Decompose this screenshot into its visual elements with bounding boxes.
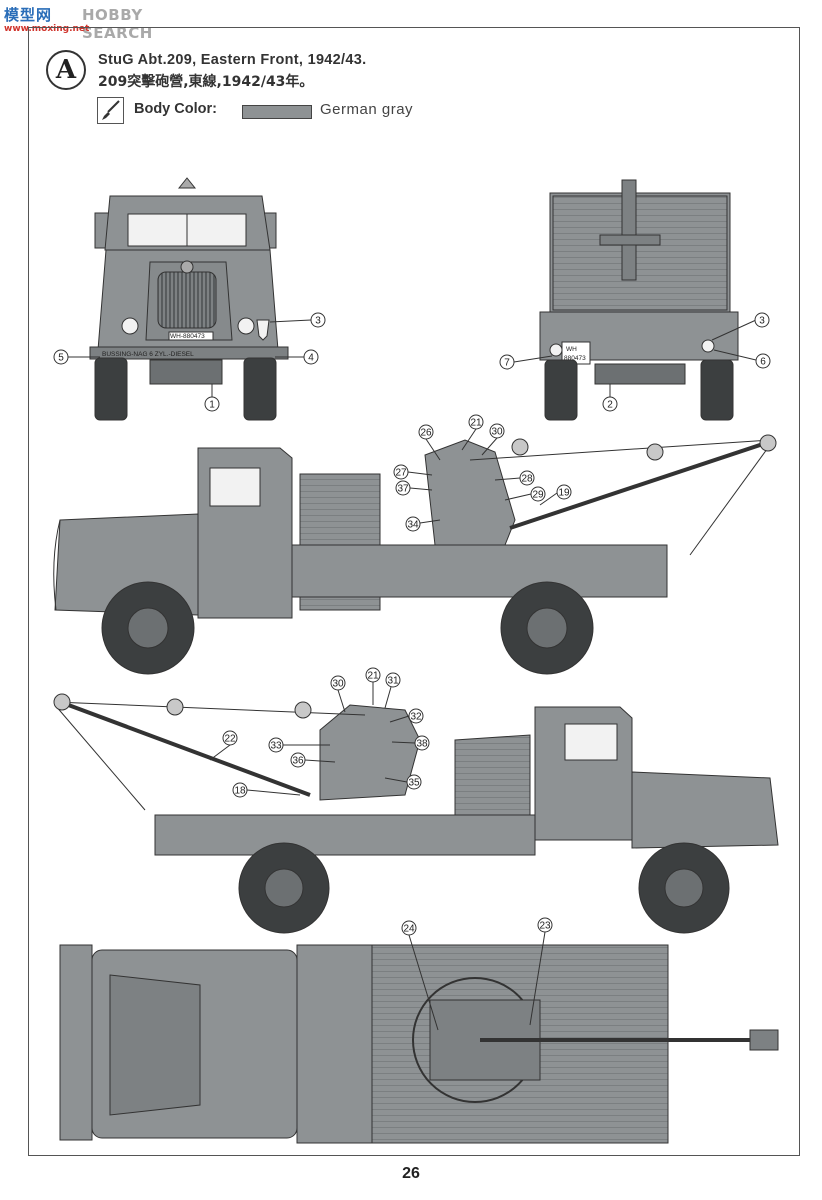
callout-front-5-label: 5: [58, 353, 64, 364]
callout-left-21-label: 21: [367, 671, 379, 682]
callout-right-37: 37: [395, 480, 433, 496]
scheme-title-zh: 209突擊砲營,東線,1942/43年。: [98, 74, 314, 90]
callout-left-36-label: 36: [292, 756, 304, 767]
scheme-title-en: StuG Abt.209, Eastern Front, 1942/43.: [98, 52, 367, 68]
watermark: 模型网 HOBBY SEARCH www.moxing.net: [4, 2, 184, 42]
body-color-swatch: [242, 105, 312, 119]
callout-rear-6: 6: [713, 349, 771, 369]
callout-right-27: 27: [393, 464, 433, 480]
callout-right-19: 19: [539, 484, 572, 506]
callout-front-3-label: 3: [315, 316, 321, 327]
top-view: [59, 944, 779, 1144]
left-side-view: [53, 693, 779, 934]
callout-right-34-label: 34: [407, 520, 419, 531]
callout-rear-7-label: 7: [504, 358, 510, 369]
right-side-view: [53, 434, 777, 675]
callout-rear-3: 3: [711, 312, 770, 341]
callout-rear-3-label: 3: [759, 316, 765, 327]
watermark-url: www.moxing.net: [4, 24, 90, 34]
front-view: [89, 177, 289, 421]
callout-left-22: 22: [209, 730, 238, 761]
callout-top-23-label: 23: [539, 921, 551, 932]
callout-right-30-label: 30: [491, 427, 503, 438]
callout-front-1-label: 1: [209, 400, 215, 411]
callout-left-18-label: 18: [234, 786, 246, 797]
callout-front-1: 1: [204, 384, 220, 412]
callout-left-36: 36: [290, 752, 336, 768]
callout-right-27-label: 27: [395, 468, 407, 479]
rear-plate: WH 880473: [564, 346, 586, 362]
version-badge: A: [46, 50, 86, 90]
callout-left-32: 32: [389, 708, 424, 724]
callout-top-24-label: 24: [403, 924, 415, 935]
page-frame: [28, 27, 800, 1156]
watermark-logo: 模型网: [4, 6, 53, 24]
callout-left-18: 18: [232, 782, 301, 798]
callout-left-38-label: 38: [416, 739, 428, 750]
body-color-label: Body Color:: [134, 101, 217, 117]
callout-left-22-label: 22: [224, 734, 236, 745]
callout-right-19-label: 19: [558, 488, 570, 499]
callout-top-23: 23: [529, 917, 553, 1026]
callout-left-21: 21: [365, 667, 381, 705]
callout-rear-2-label: 2: [607, 400, 613, 411]
callout-rear-6-label: 6: [760, 357, 766, 368]
callout-left-32-label: 32: [410, 712, 422, 723]
callout-right-28-label: 28: [521, 474, 533, 485]
callout-left-35-label: 35: [408, 778, 420, 789]
rear-plate-top: WH: [566, 346, 577, 353]
callout-left-31-label: 31: [387, 676, 399, 687]
callout-left-30-label: 30: [332, 679, 344, 690]
watermark-site: HOBBY SEARCH: [82, 6, 153, 42]
callout-right-29-label: 29: [532, 490, 544, 501]
callout-front-5: 5: [53, 349, 100, 365]
callout-right-34: 34: [405, 516, 441, 532]
callout-front-4: 4: [275, 349, 319, 365]
callout-right-30: 30: [481, 423, 505, 456]
rear-view: [539, 179, 739, 421]
callout-right-37-label: 37: [397, 484, 409, 495]
page-number: 26: [402, 1165, 420, 1182]
callout-left-33-label: 33: [270, 741, 282, 752]
callout-top-24: 24: [401, 920, 439, 1031]
callout-right-26: 26: [418, 424, 441, 461]
callout-left-38: 38: [391, 735, 430, 751]
callout-left-33: 33: [268, 737, 330, 753]
callout-rear-2: 2: [602, 384, 618, 412]
callout-right-21: 21: [461, 414, 484, 451]
front-plate: WH-880473 BUSSING-NAG 6 ZYL.-DIESEL: [102, 333, 205, 358]
body-color-name: German gray: [320, 101, 414, 118]
callout-markers: 3 5 4 1 3 7 6 2 26 21 30 27 28 37 29 19 …: [53, 312, 771, 1031]
paint-brush-icon: [97, 97, 124, 124]
callout-front-4-label: 4: [308, 353, 314, 364]
callout-right-21-label: 21: [470, 418, 482, 429]
front-plate-number: WH-880473: [170, 333, 205, 340]
callout-left-31: 31: [384, 672, 401, 709]
rear-plate-bottom: 880473: [564, 355, 586, 362]
callout-right-29: 29: [504, 486, 546, 502]
callout-left-30: 30: [330, 675, 346, 713]
callout-right-28: 28: [494, 470, 535, 486]
callout-right-26-label: 26: [420, 428, 432, 439]
callout-front-3: 3: [269, 312, 326, 328]
callout-rear-7: 7: [499, 354, 553, 370]
callout-left-35: 35: [384, 774, 422, 790]
front-grille-text: BUSSING-NAG 6 ZYL.-DIESEL: [102, 351, 194, 358]
